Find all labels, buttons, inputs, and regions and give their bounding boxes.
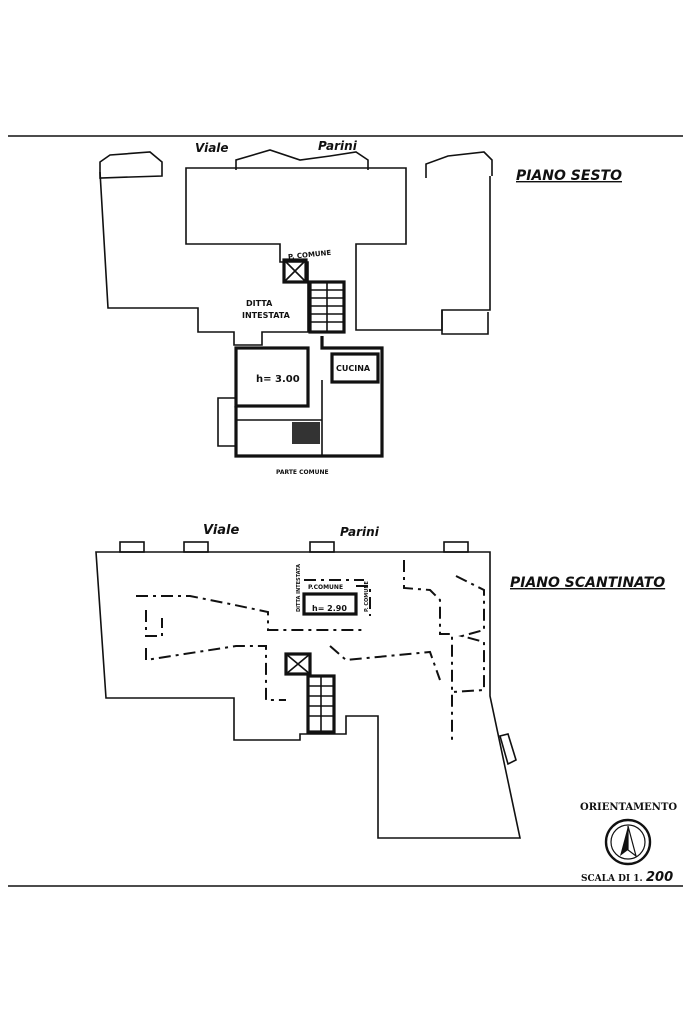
balcony-left [99, 151, 163, 179]
sixth-label-parte-comune: PARTE COMUNE [276, 469, 329, 476]
partition-4 [329, 645, 441, 681]
window-2 [183, 541, 209, 553]
left-annex [217, 397, 236, 447]
basement-outline [95, 551, 521, 839]
partition-1 [136, 595, 362, 631]
elevator-shaft [282, 258, 308, 284]
partition-2 [145, 610, 163, 637]
sixth-label-cucina: CUCINA [336, 364, 371, 373]
sixth-street-viale: Viale [195, 141, 229, 155]
sixth-street-parini: Parini [318, 139, 358, 153]
sixth-label-p-comune: P. COMUNE [288, 249, 332, 262]
partition-6 [451, 575, 485, 693]
basement-street-parini: Parini [340, 525, 380, 539]
basement-title: PIANO SCANTINATO [510, 575, 665, 591]
orientation-label: ORIENTAMENTO [580, 802, 677, 813]
sixth-label-height: h= 3.00 [256, 374, 300, 385]
legend: ORIENTAMENTO SCALA DI 1. 200 [580, 802, 677, 885]
basement-street-viale: Viale [203, 523, 240, 538]
sixth-floor-title: PIANO SESTO [516, 168, 622, 184]
basement-label-p-comune-top: P.COMUNE [308, 584, 343, 591]
window-1 [119, 541, 145, 553]
balcony-right [425, 151, 493, 178]
basement-label-p-comune-side: P. COMUNE [364, 580, 370, 612]
scale-prefix: SCALA DI 1. [581, 874, 643, 884]
basement-bump [499, 733, 517, 766]
basement-unit-wing [304, 579, 371, 616]
north-arrow-icon [604, 818, 652, 866]
elevator-cross [283, 259, 307, 283]
scale-value: 200 [646, 870, 673, 885]
inner-wall [236, 380, 323, 456]
sixth-floor-plan: Viale Parini PIANO SESTO P. COMUNE [99, 139, 622, 476]
sixth-label-ditta: DITTA [246, 299, 273, 308]
basement-elevator [284, 652, 312, 676]
sixth-outline [99, 167, 491, 346]
unit-outline [234, 336, 384, 458]
sixth-right-wing [441, 310, 489, 335]
wc-hatch [292, 422, 320, 444]
window-3 [309, 541, 335, 553]
basement-label-ditta-intestata: DITTA INTESTATA [296, 564, 302, 612]
basement-label-height: h= 2.90 [312, 604, 347, 613]
room-cucina [330, 352, 380, 384]
balcony-center [235, 149, 369, 170]
window-4 [443, 541, 469, 553]
partition-3 [145, 645, 286, 701]
basement-plan: Viale Parini PIANO SCANTINATO P.COMU [95, 523, 665, 839]
room-main [234, 346, 310, 408]
staircase [308, 280, 346, 334]
basement-elevator-cross [285, 653, 311, 675]
sixth-label-intestata: INTESTATA [242, 311, 291, 320]
partition-5 [403, 560, 453, 744]
basement-unit [302, 592, 358, 616]
basement-staircase [306, 674, 336, 734]
